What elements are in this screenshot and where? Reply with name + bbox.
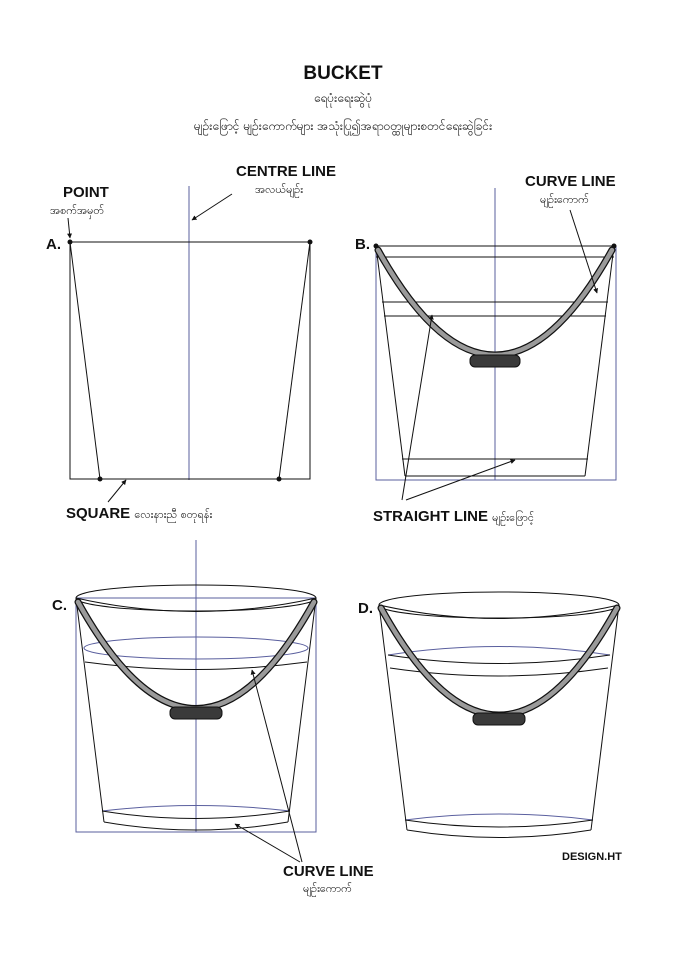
point-tl-a — [67, 239, 73, 245]
rim-outer-d — [378, 591, 620, 619]
base-top-d — [404, 819, 594, 828]
credit: DESIGN.HT — [562, 851, 622, 863]
straight-line-label-my: မျဥ်းဖြောင့် — [492, 511, 535, 524]
point-right-b — [611, 243, 617, 249]
band-lower-c — [84, 661, 308, 670]
straight-line-leader-2 — [405, 459, 516, 501]
point-left-b — [373, 243, 379, 249]
step-d-letter: D. — [358, 600, 373, 617]
guide-square-c — [75, 597, 317, 833]
centre-line-label: CENTRE LINE — [236, 163, 337, 180]
band-lower-d — [389, 667, 609, 677]
centre-line-leader — [191, 193, 233, 221]
step-a-letter: A. — [46, 236, 61, 253]
rim-inner-c — [75, 597, 317, 612]
curve-line-bottom-label-my: မျဥ်းကောက် — [303, 882, 352, 895]
grip-b — [469, 354, 521, 368]
point-br-a — [276, 476, 282, 482]
base-bottom-c — [103, 821, 289, 831]
curve-line-bottom-leader-2 — [234, 823, 301, 863]
square-a — [69, 241, 311, 480]
side-right-d — [590, 604, 620, 831]
band-upper-d — [387, 646, 611, 656]
centre-line-label-my: အလယ်မျဥ်း — [255, 183, 304, 196]
point-bl-a — [97, 476, 103, 482]
panel-a — [67, 186, 313, 503]
page-title: BUCKET — [303, 63, 383, 84]
curve-line-bottom-leader-1 — [250, 669, 303, 863]
straight-line-leader-1 — [401, 314, 434, 501]
side-right-c — [287, 597, 317, 823]
grip-d — [472, 712, 526, 726]
straight-line-label: STRAIGHT LINE မျဥ်းဖြောင့် — [373, 508, 534, 527]
band-ellipse-c — [83, 636, 309, 660]
rim-inner-d — [378, 604, 620, 619]
panel-d — [377, 591, 621, 838]
curve-line-bottom-label: CURVE LINE — [283, 863, 374, 880]
curve-line-top-label: CURVE LINE — [525, 173, 616, 190]
page-description: မျဥ်းဖြောင့် မျဥ်းကောက်များ အသုံးပြု၍အရာ… — [193, 119, 493, 133]
panel-b — [373, 188, 617, 501]
base-upper-c — [101, 805, 291, 812]
taper-right-a — [278, 241, 311, 480]
base-bottom-d — [406, 829, 592, 838]
handle-d-fill — [378, 605, 620, 718]
curve-line-top-leader — [569, 209, 598, 294]
square-label-my: လေးနားညီ စတုရန်း — [134, 508, 213, 521]
side-left-c — [75, 597, 105, 823]
straight-line-label-en: STRAIGHT LINE — [373, 508, 488, 525]
panel-c — [74, 540, 318, 863]
point-label-my: အစက်အမှတ် — [50, 204, 105, 217]
side-right-b — [584, 245, 615, 477]
square-label: SQUARE လေးနားညီ စတုရန်း — [66, 505, 212, 524]
step-c-letter: C. — [52, 597, 67, 614]
base-upper-d — [404, 813, 594, 821]
point-tr-a — [307, 239, 313, 245]
page-subtitle: ရေပုံးရေးဆွဲပုံ — [313, 91, 373, 105]
band-mid-d — [387, 654, 611, 664]
side-left-b — [375, 245, 406, 477]
step-b-letter: B. — [355, 236, 370, 253]
side-left-d — [378, 604, 408, 831]
square-label-en: SQUARE — [66, 505, 131, 522]
curve-line-top-label-my: မျဥ်းကောက် — [540, 193, 589, 206]
point-leader — [67, 217, 73, 239]
taper-left-a — [69, 241, 101, 480]
point-label: POINT — [63, 184, 109, 201]
square-leader — [107, 479, 127, 503]
base-top-c — [101, 810, 291, 819]
grip-c — [169, 706, 223, 720]
